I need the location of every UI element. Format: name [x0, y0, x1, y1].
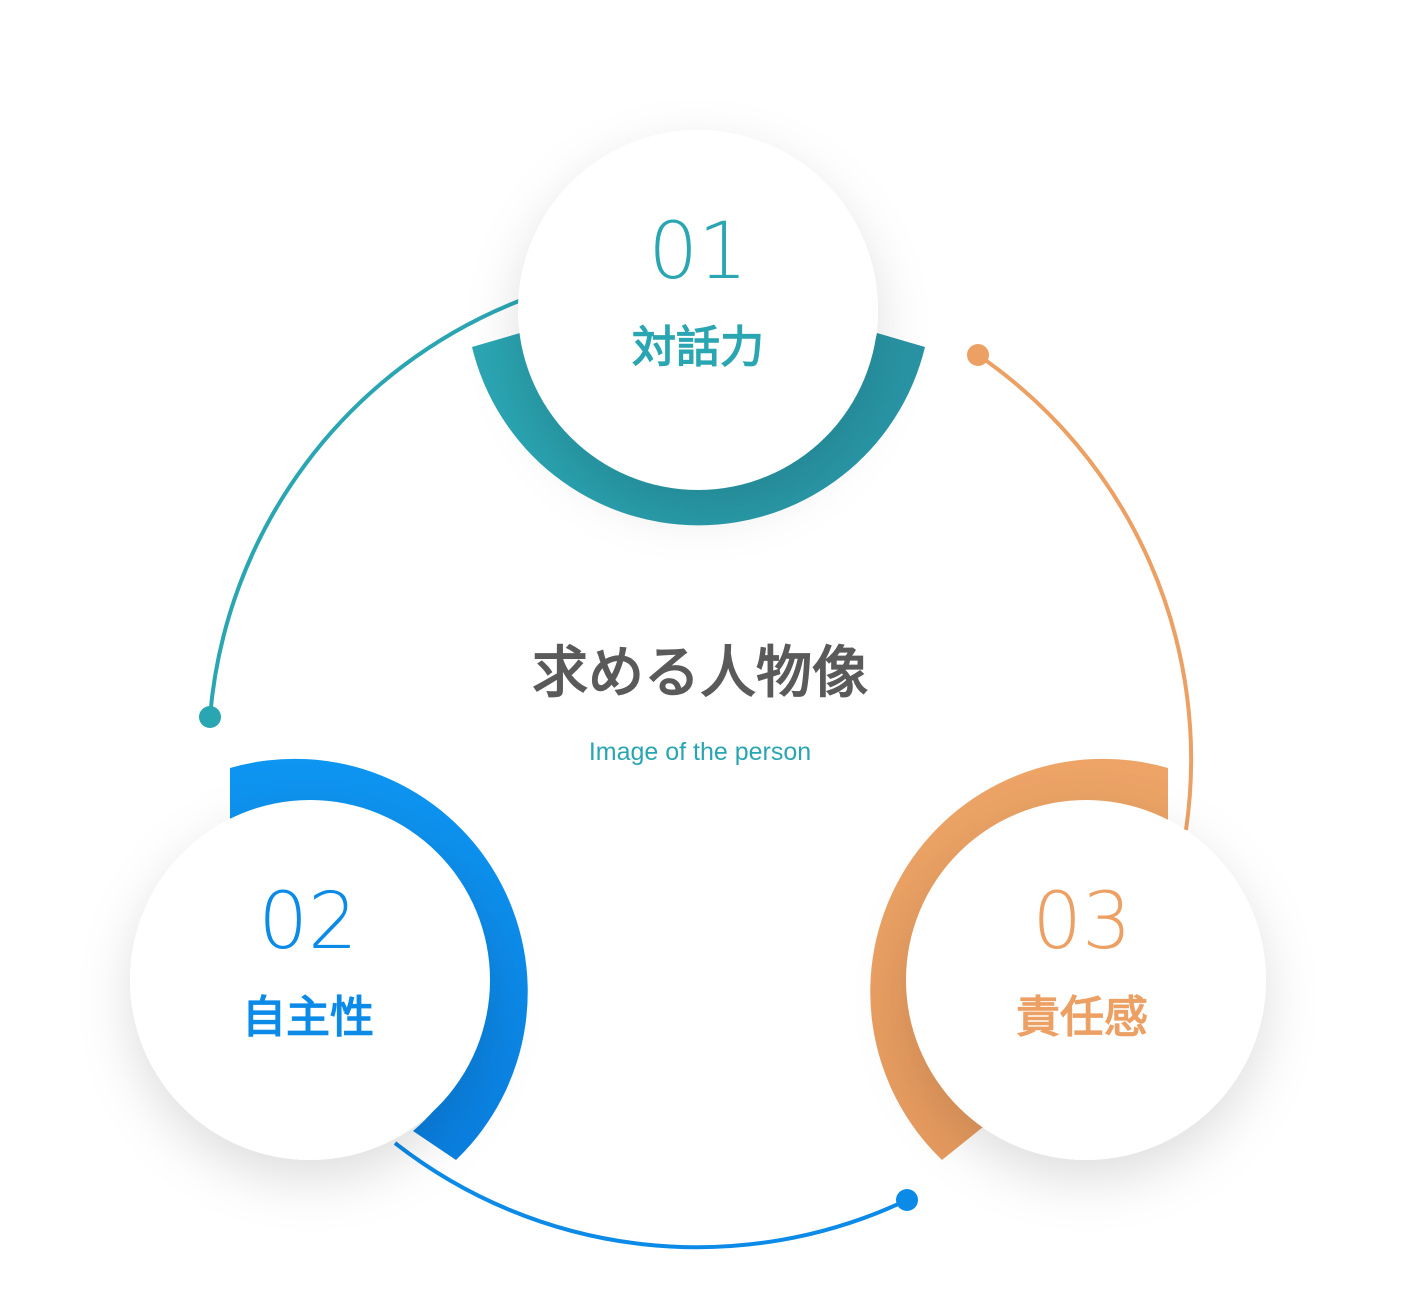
item-01-label: 対話力 — [632, 322, 764, 373]
accent-arc-02 — [230, 758, 528, 1160]
center-subtitle: Image of the person — [589, 738, 811, 766]
connector-arc-01-to-02 — [208, 299, 520, 718]
connector-dot-02 — [896, 1189, 918, 1211]
item-01: 01 対話力 — [518, 130, 878, 490]
item-03-number: 03 — [1032, 877, 1131, 967]
accent-arc-03 — [870, 758, 1168, 1160]
center-title: 求める人物像 — [532, 641, 868, 706]
item-03: 03 責任感 — [906, 800, 1266, 1160]
item-01-circle — [518, 130, 878, 490]
connector-dot-03 — [967, 344, 989, 366]
item-02: 02 自主性 — [130, 800, 490, 1160]
item-03-label: 責任感 — [1016, 992, 1148, 1043]
accent-arc-01 — [472, 333, 925, 526]
connector-arc-03-to-01 — [976, 353, 1194, 831]
item-02-label: 自主性 — [242, 992, 374, 1043]
item-02-circle — [130, 800, 490, 1160]
item-02-number: 02 — [258, 877, 357, 967]
connector-dot-01 — [199, 706, 221, 728]
item-01-number: 01 — [648, 207, 747, 297]
connector-arc-02-to-03 — [393, 1141, 908, 1250]
item-03-circle — [906, 800, 1266, 1160]
